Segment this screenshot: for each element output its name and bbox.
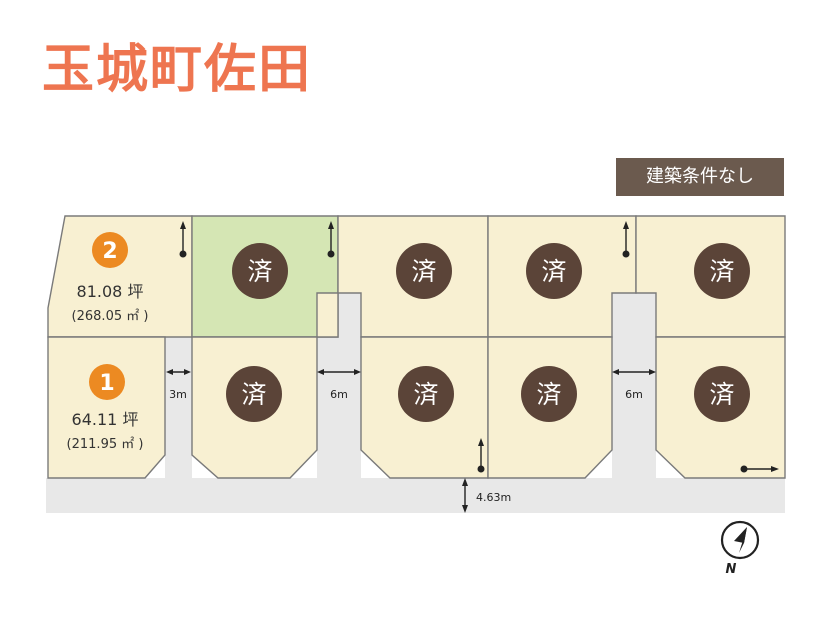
lot-2-number: 2 <box>102 239 117 264</box>
compass-icon <box>720 520 760 560</box>
entrance-marker <box>327 221 335 258</box>
lot-number-circle <box>89 364 125 400</box>
lot-number-circle <box>92 232 128 268</box>
road-width: 4.63m <box>476 491 511 504</box>
lot-1-tsubo: 64.11 坪 <box>72 410 139 429</box>
front-road <box>46 478 785 513</box>
sold-label: 済 <box>536 380 561 409</box>
dimension-arrow <box>462 478 468 513</box>
sold-circle <box>521 366 577 422</box>
entrance-marker <box>740 465 779 473</box>
lot-2-sqm: (268.05 ㎡ ) <box>72 309 149 324</box>
sold-label: 済 <box>411 257 436 286</box>
sold-circle <box>232 243 288 299</box>
sold-circle <box>694 366 750 422</box>
sold-circle <box>526 243 582 299</box>
sold-label: 済 <box>709 257 734 286</box>
page-title: 玉城町佐田 <box>42 40 313 100</box>
dimension-arrow <box>612 369 656 375</box>
dimension-arrow <box>166 369 191 375</box>
sold-label: 済 <box>709 380 734 409</box>
lot-1[interactable] <box>47 336 166 479</box>
passage-right-width: 6m <box>625 388 643 401</box>
entrance-marker <box>179 221 187 258</box>
lot-1-number: 1 <box>99 371 114 396</box>
passage-right <box>612 293 656 478</box>
lot-1-sqm: (211.95 ㎡ ) <box>67 437 144 452</box>
sold-circle <box>396 243 452 299</box>
entrance-marker <box>477 438 485 473</box>
compass-north-label: N <box>726 562 737 577</box>
lot-2-tsubo: 81.08 坪 <box>77 282 144 301</box>
sold-label: 済 <box>413 380 438 409</box>
sold-circle <box>226 366 282 422</box>
sold-circle <box>398 366 454 422</box>
dimension-arrow <box>317 369 361 375</box>
passage-left-width: 3m <box>169 388 187 401</box>
passage-left <box>165 337 192 478</box>
sold-label: 済 <box>241 380 266 409</box>
passage-mid-width: 6m <box>330 388 348 401</box>
condition-badge: 建築条件なし <box>616 158 784 196</box>
sold-label: 済 <box>247 257 272 286</box>
sold-circle <box>694 243 750 299</box>
sold-label: 済 <box>541 257 566 286</box>
entrance-marker <box>622 221 630 258</box>
